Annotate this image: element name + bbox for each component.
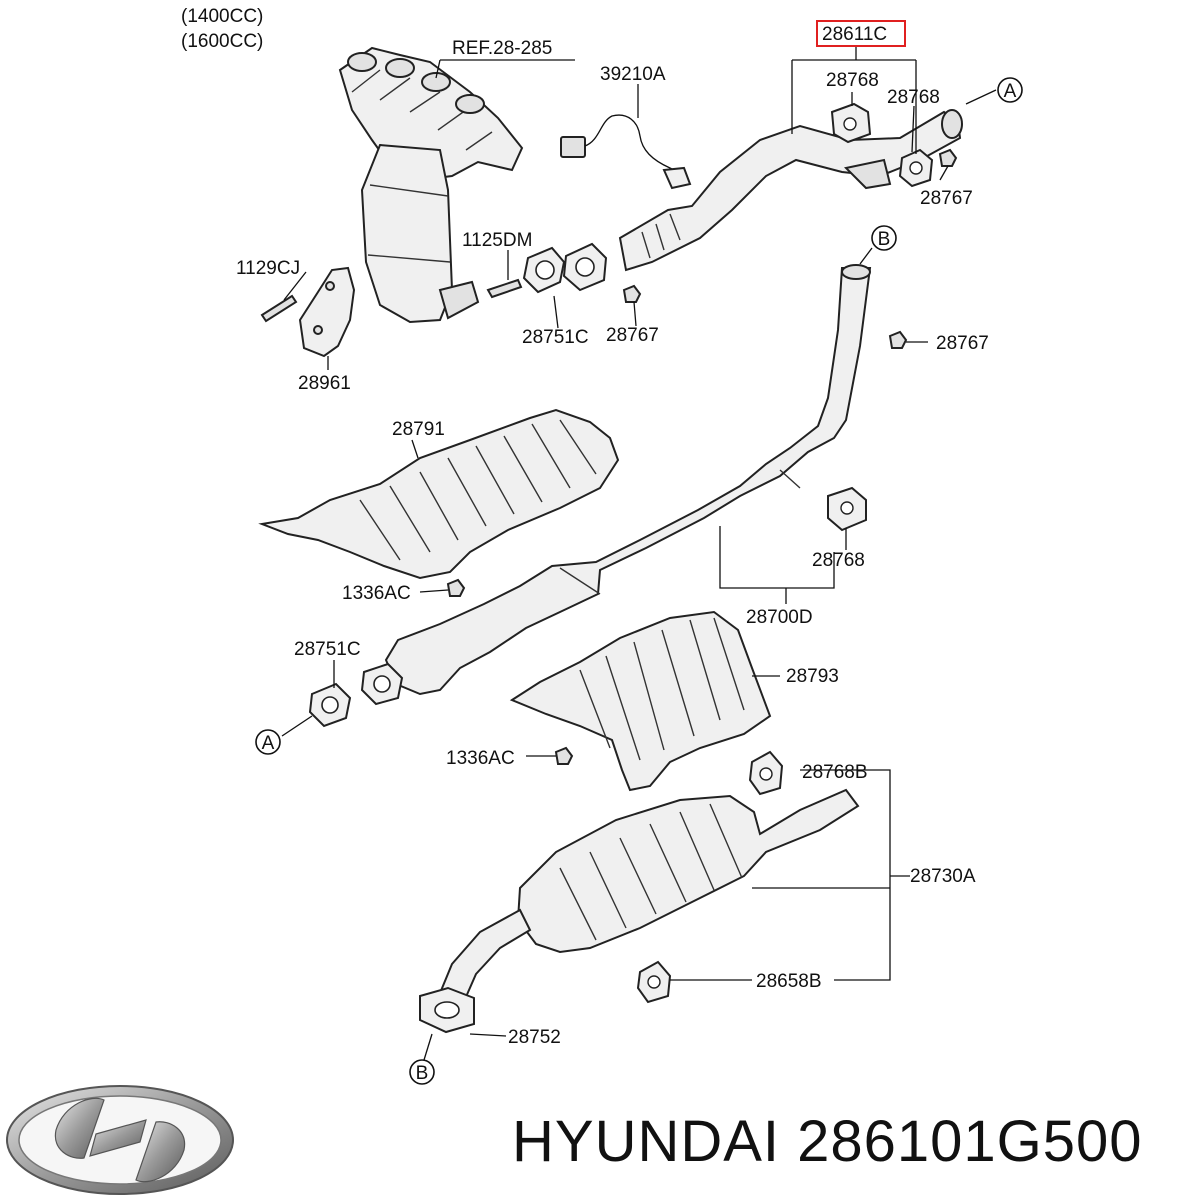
catalytic-converter: [360, 143, 480, 324]
label-1400cc: (1400CC): [181, 6, 263, 27]
part-label-1125DM: 1125DM: [462, 230, 532, 251]
label-ref: REF.28-285: [452, 38, 552, 59]
center-pipe-28700D: [384, 264, 872, 696]
oxygen-sensor-39210A: [560, 114, 692, 190]
leader-lines: [281, 46, 997, 1061]
part-label-28730A: 28730A: [910, 866, 976, 887]
gasket-28751C-upper: [522, 246, 566, 294]
part-label-1336AC-b: 1336AC: [446, 748, 515, 769]
part-label-28700D: 28700D: [746, 607, 813, 628]
heat-shield-28791: [258, 408, 620, 580]
part-label-28611C: 28611C: [822, 24, 887, 45]
gasket-28752: [419, 986, 475, 1034]
nut-28767-mid: [622, 284, 642, 303]
part-label-28768-c: 28768: [812, 550, 865, 571]
front-pipe-28611C: [618, 109, 963, 272]
part-label-28768-b: 28768: [887, 87, 940, 108]
connector-A-bottom: A: [255, 729, 281, 755]
nut-1336AC-lower: [554, 746, 574, 765]
hanger-28658B: [636, 960, 672, 1004]
svg-text:B: B: [878, 229, 891, 250]
heat-shield-28793: [509, 610, 772, 792]
part-label-28961: 28961: [298, 373, 351, 394]
part-label-28751C-a: 28751C: [522, 327, 589, 348]
part-label-28751C-b: 28751C: [294, 639, 361, 660]
part-label-28658B: 28658B: [756, 971, 822, 992]
hyundai-logo: [6, 1085, 234, 1195]
part-label-28768B: 28768B: [802, 762, 868, 783]
part-label-28793: 28793: [786, 666, 839, 687]
nut-28767-upper: [938, 148, 958, 167]
hanger-28768B: [748, 750, 784, 796]
flange-center-pipe-front: [360, 662, 404, 706]
hanger-28768-upper: [830, 102, 872, 144]
label-1600cc: (1600CC): [181, 31, 263, 52]
part-label-28791: 28791: [392, 419, 445, 440]
bolt-1125DM: [486, 278, 523, 299]
nut-1336AC-upper: [446, 578, 466, 597]
gasket-flange: [562, 242, 608, 292]
gasket-28768-right: [898, 148, 934, 188]
part-label-1336AC-a: 1336AC: [342, 583, 411, 604]
connector-B-bottom: B: [409, 1059, 435, 1085]
highlight-box-28611C: [816, 20, 906, 47]
connector-A-top: A: [997, 77, 1023, 103]
part-label-28768-a: 28768: [826, 70, 879, 91]
bracket-28961: [298, 266, 356, 358]
part-label-28767-c: 28767: [936, 333, 989, 354]
gasket-28751C-lower: [308, 682, 352, 728]
part-label-28767-b: 28767: [606, 325, 659, 346]
connector-B-top: B: [871, 225, 897, 251]
part-label-39210A: 39210A: [600, 64, 666, 85]
bolt-1129CJ: [260, 294, 298, 323]
hanger-28768-center: [827, 486, 867, 532]
rear-muffler-28730A: [436, 788, 860, 1008]
svg-text:B: B: [416, 1063, 429, 1084]
svg-text:A: A: [262, 733, 275, 754]
svg-text:A: A: [1004, 81, 1017, 102]
footer-part-number: HYUNDAI 286101G500: [512, 1109, 1143, 1174]
nut-28767-right: [888, 330, 908, 349]
part-label-1129CJ: 1129CJ: [236, 258, 300, 279]
part-label-28752: 28752: [508, 1027, 561, 1048]
part-label-28767-a: 28767: [920, 188, 973, 209]
